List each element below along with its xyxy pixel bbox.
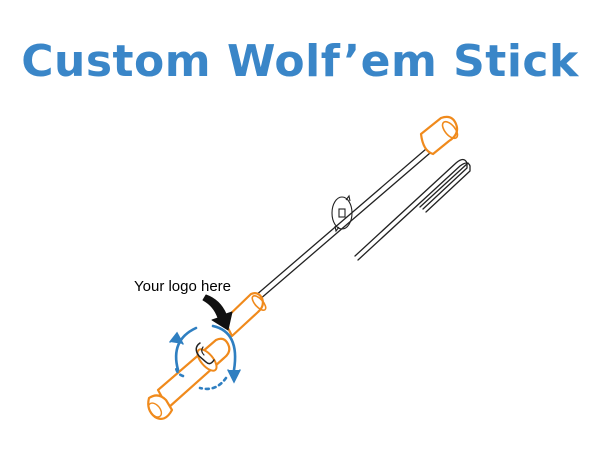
curved-arrow-icon [202, 294, 233, 331]
rotate-arrows-icon [169, 324, 241, 391]
logo-ferrule [222, 292, 267, 338]
rotate-arrows-icon [331, 194, 353, 233]
stick-wire [254, 142, 438, 301]
stick-handle [147, 337, 231, 420]
logo-placement-label: Your logo here [134, 278, 232, 295]
page-title: Custom Wolf’em Stick [21, 36, 579, 87]
stick-tip-cap [419, 115, 459, 156]
wire-fork [354, 158, 471, 261]
